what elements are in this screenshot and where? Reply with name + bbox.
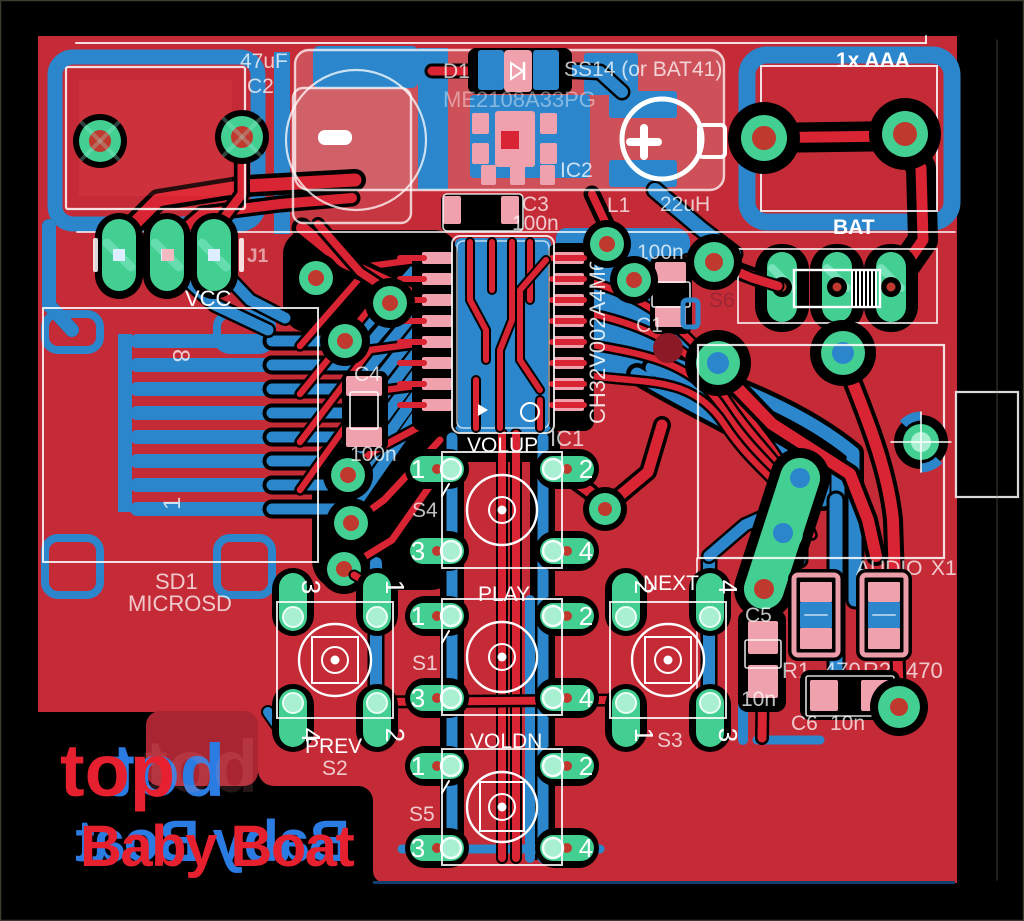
svg-text:100n: 100n [637, 241, 684, 264]
svg-text:4: 4 [579, 833, 593, 863]
svg-text:S5: S5 [409, 803, 435, 826]
svg-text:bot: bot [110, 729, 225, 812]
svg-text:CH32V002A4M6: CH32V002A4M6 [585, 259, 610, 424]
svg-text:3: 3 [713, 728, 743, 742]
svg-text:8: 8 [167, 349, 194, 362]
svg-text:J1: J1 [247, 246, 269, 267]
svg-text:1: 1 [411, 454, 425, 484]
svg-text:47uF: 47uF [240, 50, 288, 73]
svg-text:VOLUP: VOLUP [467, 434, 538, 457]
svg-text:Baby Boat: Baby Boat [80, 814, 355, 879]
svg-text:S3: S3 [657, 729, 683, 752]
svg-text:bot: bot [143, 725, 258, 808]
svg-text:100n: 100n [512, 212, 559, 235]
svg-text:S2: S2 [322, 757, 348, 780]
svg-text:D1: D1 [443, 60, 470, 83]
svg-text:3: 3 [411, 683, 425, 713]
svg-text:C4: C4 [354, 363, 381, 386]
svg-text:Baby Boat: Baby Boat [75, 809, 350, 874]
svg-text:3: 3 [411, 536, 425, 566]
svg-text:IC2: IC2 [560, 159, 593, 182]
svg-text:BAT: BAT [833, 216, 875, 239]
svg-text:IC1: IC1 [550, 426, 584, 451]
svg-text:10n: 10n [741, 688, 776, 711]
svg-text:2: 2 [579, 751, 593, 781]
svg-text:1: 1 [411, 751, 425, 781]
svg-text:10n: 10n [830, 712, 865, 735]
svg-text:C1: C1 [636, 314, 663, 337]
svg-text:1: 1 [380, 580, 410, 594]
svg-text:PLAY: PLAY [478, 583, 530, 606]
svg-text:VCC: VCC [185, 286, 232, 311]
svg-text:ME2108A33PG: ME2108A33PG [443, 87, 596, 112]
svg-text:S1: S1 [412, 652, 438, 675]
svg-text:4: 4 [713, 580, 743, 594]
svg-text:4: 4 [296, 728, 326, 742]
svg-text:4: 4 [579, 683, 593, 713]
svg-text:C5: C5 [745, 604, 772, 627]
svg-text:MICROSD: MICROSD [128, 591, 232, 616]
svg-text:X1: X1 [931, 557, 957, 580]
svg-text:22uH: 22uH [660, 193, 710, 216]
svg-text:1: 1 [411, 601, 425, 631]
svg-text:C2: C2 [247, 75, 274, 98]
svg-text:1: 1 [159, 497, 186, 510]
svg-text:SD1: SD1 [155, 569, 198, 594]
svg-text:2: 2 [579, 601, 593, 631]
svg-text:3: 3 [296, 580, 326, 594]
svg-text:C3: C3 [522, 193, 549, 216]
svg-text:2: 2 [629, 580, 659, 594]
svg-text:100n: 100n [350, 443, 397, 466]
svg-text:NEXT: NEXT [643, 572, 699, 595]
svg-text:L1: L1 [607, 194, 630, 217]
svg-text:top: top [60, 729, 175, 812]
svg-text:4: 4 [579, 536, 593, 566]
svg-text:VOLDN: VOLDN [470, 730, 542, 753]
svg-text:2: 2 [380, 728, 410, 742]
svg-text:SS14 (or BAT41): SS14 (or BAT41) [564, 58, 722, 81]
svg-text:3: 3 [411, 833, 425, 863]
svg-text:1x AAA: 1x AAA [836, 49, 910, 72]
svg-text:S6: S6 [709, 289, 735, 312]
svg-text:1: 1 [629, 728, 659, 742]
svg-text:2: 2 [579, 454, 593, 484]
svg-text:470: 470 [906, 658, 943, 683]
svg-text:S4: S4 [412, 499, 438, 522]
svg-text:PREV: PREV [305, 735, 362, 758]
svg-text:C6: C6 [791, 712, 818, 735]
